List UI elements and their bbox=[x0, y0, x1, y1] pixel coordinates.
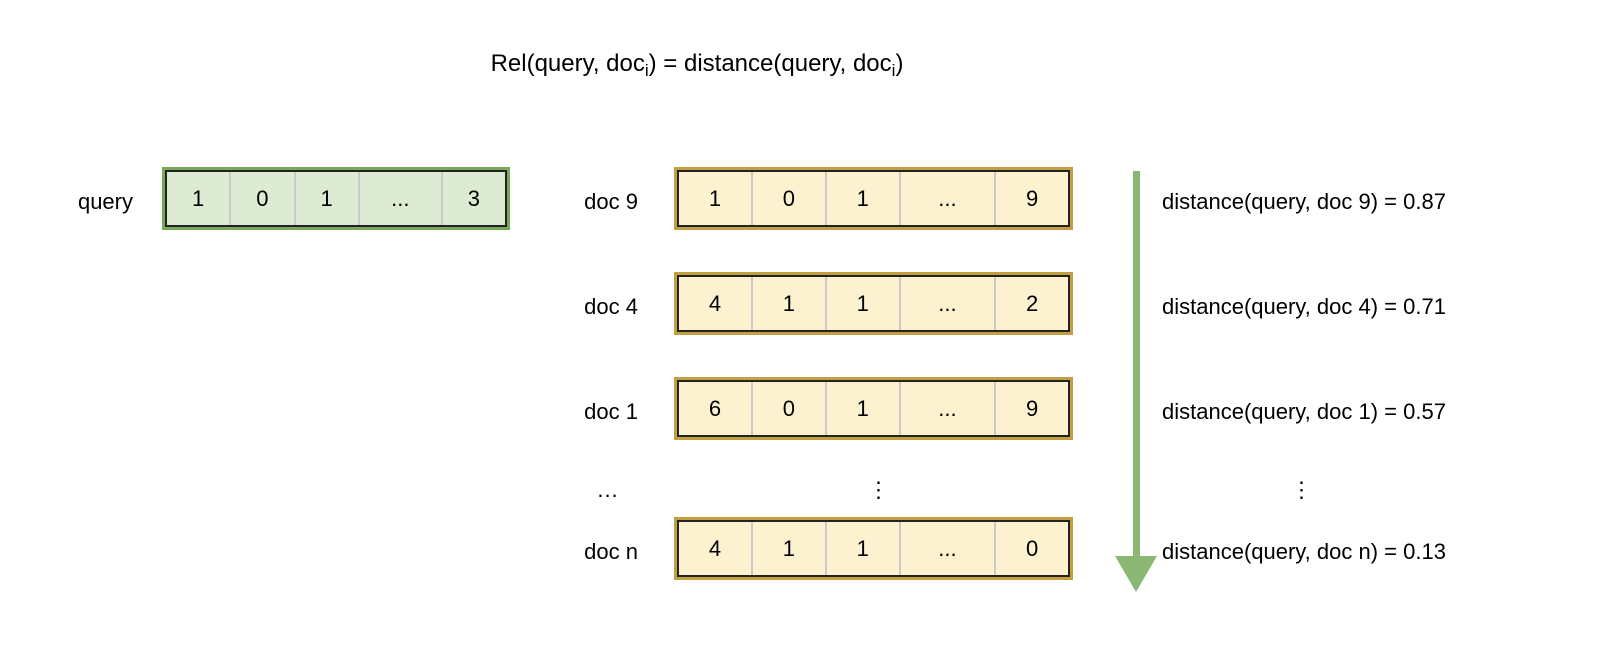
doc-vector-cell: 1 bbox=[827, 522, 901, 575]
doc-vector: 1 0 1 ... 9 bbox=[677, 170, 1070, 227]
doc-vector-cell: 4 bbox=[679, 522, 753, 575]
doc-vector-cell: 0 bbox=[753, 382, 827, 435]
doc-vector-cell-ellipsis: ... bbox=[901, 277, 997, 330]
doc-label: doc n bbox=[584, 539, 638, 564]
doc-vector-cell: 1 bbox=[753, 522, 827, 575]
ranking-arrow-down-head bbox=[1115, 556, 1157, 592]
formula-part: Rel(query, doc bbox=[490, 50, 645, 77]
doc-vector: 4 1 1 ... 2 bbox=[677, 275, 1070, 332]
formula-subscript: i bbox=[644, 61, 649, 80]
doc-vector-cell: 2 bbox=[1025, 290, 1039, 316]
query-vector: 1 0 1 ... 3 bbox=[165, 170, 507, 227]
doc-vector-cell: 1 bbox=[827, 382, 901, 435]
doc-vector: 4 1 1 ... 0 bbox=[677, 520, 1070, 577]
doc-vector: 6 0 1 ... 9 bbox=[677, 380, 1070, 437]
doc-label: doc 1 bbox=[584, 399, 638, 424]
query-vector-cell: 1 bbox=[167, 172, 232, 225]
ranking-arrow-shaft bbox=[1133, 171, 1140, 561]
doc-vector-cell: 4 bbox=[679, 277, 753, 330]
distance-equation: distance(query, doc 1) = 0.57 bbox=[1162, 399, 1446, 424]
doc-vector-cell: 0 bbox=[1025, 535, 1039, 561]
query-vector-cell: 0 bbox=[231, 172, 296, 225]
doc-vector-cell-ellipsis: ... bbox=[901, 172, 997, 225]
distance-equation: distance(query, doc 4) = 0.71 bbox=[1162, 294, 1446, 319]
query-vector-cell: 1 bbox=[296, 172, 360, 225]
doc-vector-cell: 9 bbox=[1025, 395, 1039, 421]
distance-list-ellipsis: ⋮ bbox=[1290, 477, 1314, 502]
doc-vector-cell: 1 bbox=[753, 277, 827, 330]
distance-equation: distance(query, doc n) = 0.13 bbox=[1162, 539, 1446, 564]
doc-vector-cell: 1 bbox=[827, 172, 901, 225]
doc-vector-cell: 6 bbox=[679, 382, 753, 435]
doc-vector-cell-ellipsis: ... bbox=[901, 522, 997, 575]
distance-equation: distance(query, doc 9) = 0.87 bbox=[1162, 189, 1446, 214]
doc-vector-cell: 1 bbox=[679, 172, 753, 225]
doc-list-ellipsis: ... bbox=[597, 477, 619, 502]
doc-vector-cell-ellipsis: ... bbox=[901, 382, 997, 435]
doc-label: doc 9 bbox=[584, 189, 638, 214]
formula-subscript: i bbox=[891, 61, 896, 80]
doc-vector-cell: 1 bbox=[827, 277, 901, 330]
query-label: query bbox=[77, 189, 133, 214]
formula-part: ) bbox=[895, 50, 904, 77]
doc-vector-cell: 9 bbox=[1025, 185, 1039, 211]
query-vector-cell-ellipsis: ... bbox=[360, 172, 443, 225]
doc-vectors-ellipsis: ⋮ bbox=[867, 477, 891, 502]
query-vector-cell: 3 bbox=[467, 185, 480, 211]
doc-label: doc 4 bbox=[584, 294, 638, 319]
doc-vector-cell: 0 bbox=[753, 172, 827, 225]
formula-part: ) = distance(query, doc bbox=[648, 50, 892, 77]
formula-title: Rel(query, doci) = distance(query, doci) bbox=[0, 50, 1394, 85]
